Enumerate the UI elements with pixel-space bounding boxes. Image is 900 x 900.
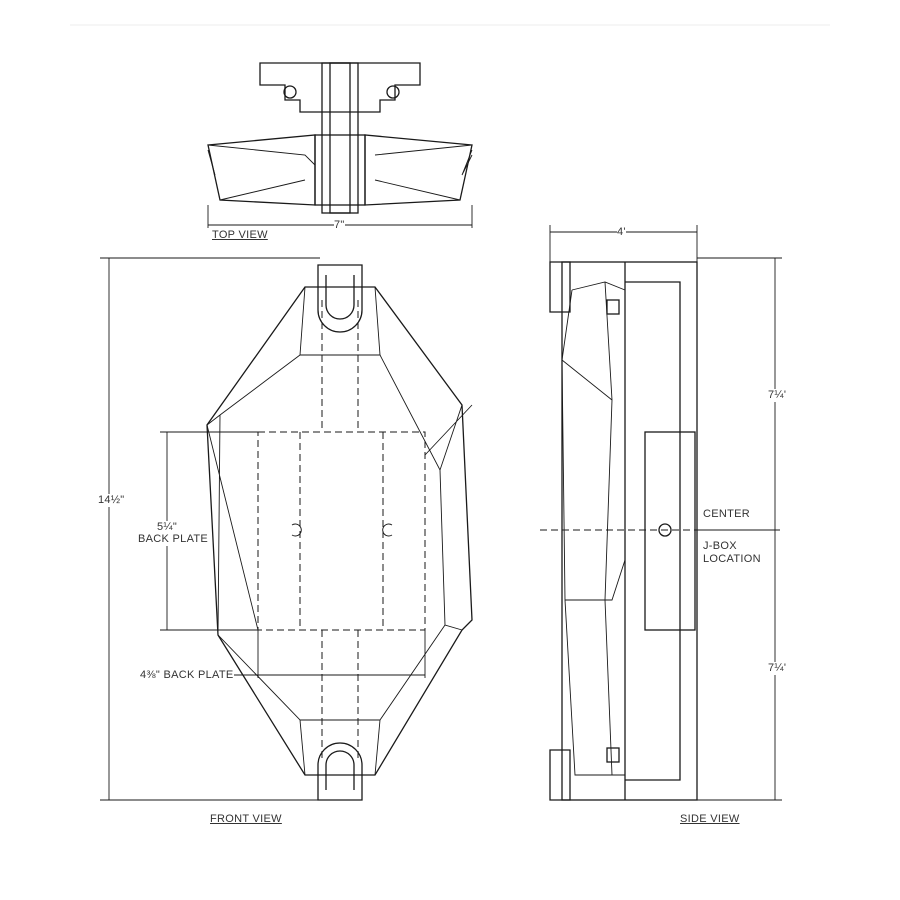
- side-depth-dim: 4': [617, 226, 626, 239]
- back-plate-height-label: BACK PLATE: [138, 533, 209, 546]
- top-view-width-dim: 7": [334, 219, 345, 232]
- overall-height-dim: 14½": [98, 494, 125, 507]
- jbox-location-label: J-BOX LOCATION: [703, 540, 773, 566]
- upper-height-dim: 7¼': [768, 389, 787, 402]
- back-plate-width-dim: 4⅜" BACK PLATE: [140, 669, 234, 682]
- front-view-drawing: [100, 257, 473, 801]
- center-label: CENTER: [703, 508, 751, 521]
- side-view-drawing: [540, 225, 782, 801]
- top-view-drawing: [207, 62, 473, 228]
- front-view-label: FRONT VIEW: [210, 813, 282, 826]
- lower-height-dim: 7¼': [768, 662, 787, 675]
- back-plate-height-dim: 5¼": [157, 521, 178, 534]
- side-view-label: SIDE VIEW: [680, 813, 740, 826]
- top-view-label: TOP VIEW: [212, 229, 268, 242]
